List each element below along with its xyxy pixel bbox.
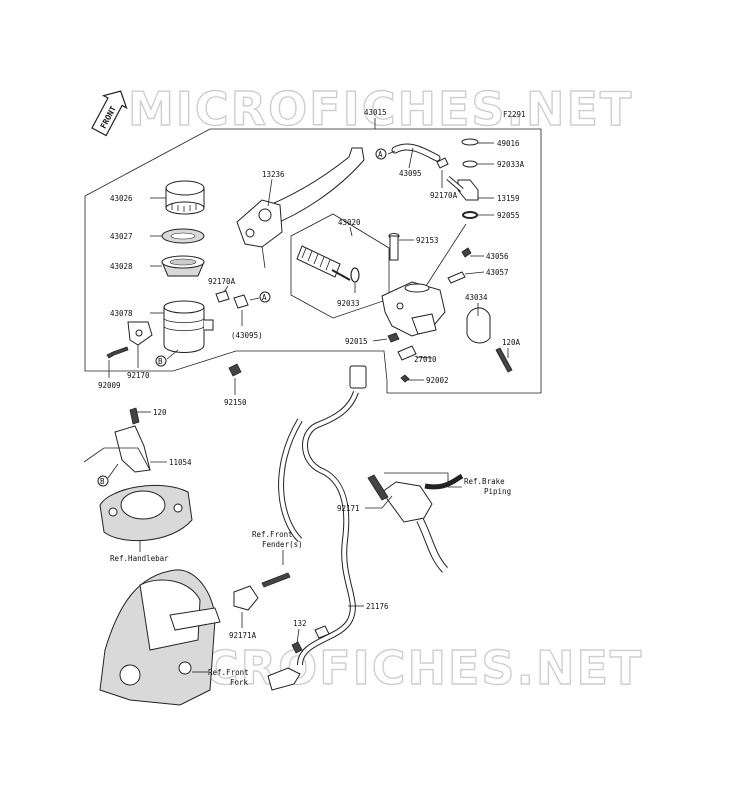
screw-92009 xyxy=(106,346,129,359)
label-92170A-top: 92170A xyxy=(430,191,458,200)
bolt-92171 xyxy=(367,474,389,501)
banjo-43057 xyxy=(447,271,466,284)
diaphragm xyxy=(161,255,205,277)
callout-a-top xyxy=(375,148,387,160)
label-43057: 43057 xyxy=(486,268,509,277)
ref-front-fork-1: Ref.Front xyxy=(208,668,249,677)
label-13236: 13236 xyxy=(262,170,285,179)
callout-b-reservoir-text: B xyxy=(158,357,163,366)
junction-block xyxy=(381,473,464,573)
ref-front-fork-2: Fork xyxy=(230,678,249,687)
label-49016: 49016 xyxy=(497,139,520,148)
label-92015: 92015 xyxy=(345,337,368,346)
label-92170A-mid: 92170A xyxy=(208,277,236,286)
reservoir-hose xyxy=(391,143,441,162)
master-cylinder-body xyxy=(381,281,446,337)
ref-brake-piping-1: Ref.Brake xyxy=(464,477,505,486)
bolt-132 xyxy=(291,641,303,654)
hose-clip-top xyxy=(436,157,449,169)
fitting-13159 xyxy=(457,179,479,201)
brake-switch xyxy=(397,345,417,361)
label-92153: 92153 xyxy=(416,236,439,245)
label-43026: 43026 xyxy=(110,194,133,203)
hose-clip-mid xyxy=(215,290,230,303)
reservoir-tank xyxy=(127,300,214,353)
label-43056: 43056 xyxy=(486,252,509,261)
label-11054: 11054 xyxy=(169,458,192,467)
assembly-boundary xyxy=(84,128,542,394)
label-43078: 43078 xyxy=(110,309,133,318)
clamp-43034 xyxy=(466,307,491,344)
label-120: 120 xyxy=(153,408,167,417)
label-27010: 27010 xyxy=(414,355,437,364)
snap-ring-92033A xyxy=(462,160,478,168)
o-ring-92055 xyxy=(462,211,478,219)
label-92170: 92170 xyxy=(127,371,150,380)
front-fork xyxy=(99,569,221,706)
label-43027: 43027 xyxy=(110,232,133,241)
callout-a-mid xyxy=(259,291,271,303)
diagram-code: F2291 xyxy=(503,110,526,119)
ref-front-fender-2: Fender(s) xyxy=(262,540,303,549)
callout-b-bracket-text: B xyxy=(100,477,105,486)
hose-lower-fitting xyxy=(267,667,301,691)
hose-43095-short xyxy=(233,294,249,309)
label-21176: 21176 xyxy=(366,602,389,611)
label-92033: 92033 xyxy=(337,299,360,308)
pivot-bolt xyxy=(388,233,400,261)
bracket-11054 xyxy=(114,425,151,473)
label-92055: 92055 xyxy=(497,211,520,220)
label-43015: 43015 xyxy=(364,108,387,117)
brake-hose xyxy=(278,365,367,666)
bolt-120A xyxy=(495,347,513,373)
label-13159: 13159 xyxy=(497,194,520,203)
bolt-43056 xyxy=(461,247,472,258)
cap-49016 xyxy=(461,138,479,146)
label-43020: 43020 xyxy=(338,218,361,227)
handlebar-clamp xyxy=(99,484,193,542)
label-92150: 92150 xyxy=(224,398,247,407)
label-120A: 120A xyxy=(502,338,521,347)
label-43095: 43095 xyxy=(399,169,422,178)
screw-92150 xyxy=(228,363,242,377)
label-92171A: 92171A xyxy=(229,631,257,640)
label-92002: 92002 xyxy=(426,376,449,385)
label-92009: 92009 xyxy=(98,381,121,390)
screw-92002 xyxy=(400,374,410,383)
brake-lever xyxy=(236,147,365,269)
watermark-bottom: MICROFICHES.NET xyxy=(138,641,643,695)
label-43095-paren: (43095) xyxy=(231,331,263,340)
snap-ring-92033 xyxy=(350,267,360,283)
label-43028: 43028 xyxy=(110,262,133,271)
bolt-120 xyxy=(129,407,140,425)
ref-brake-piping-2: Piping xyxy=(484,487,511,496)
label-92033A: 92033A xyxy=(497,160,525,169)
reservoir-cap xyxy=(165,180,205,215)
label-92171: 92171 xyxy=(337,504,360,513)
callout-b-reservoir xyxy=(155,355,167,367)
callout-a-top-text: A xyxy=(378,150,383,159)
label-43034: 43034 xyxy=(465,293,488,302)
callout-a-mid-text: A xyxy=(262,293,267,302)
clamp-92171A xyxy=(233,585,259,611)
ref-handlebar: Ref.Handlebar xyxy=(110,554,169,563)
label-132: 132 xyxy=(293,619,307,628)
watermark-top: MICROFICHES.NET xyxy=(128,82,633,136)
front-arrow-icon: FRONT xyxy=(91,90,128,137)
bolt-fender xyxy=(261,572,291,588)
callout-b-bracket xyxy=(97,475,109,487)
ref-front-fender-1: Ref.Front xyxy=(252,530,293,539)
piston-spring xyxy=(296,245,351,281)
nut-92015 xyxy=(387,332,400,343)
